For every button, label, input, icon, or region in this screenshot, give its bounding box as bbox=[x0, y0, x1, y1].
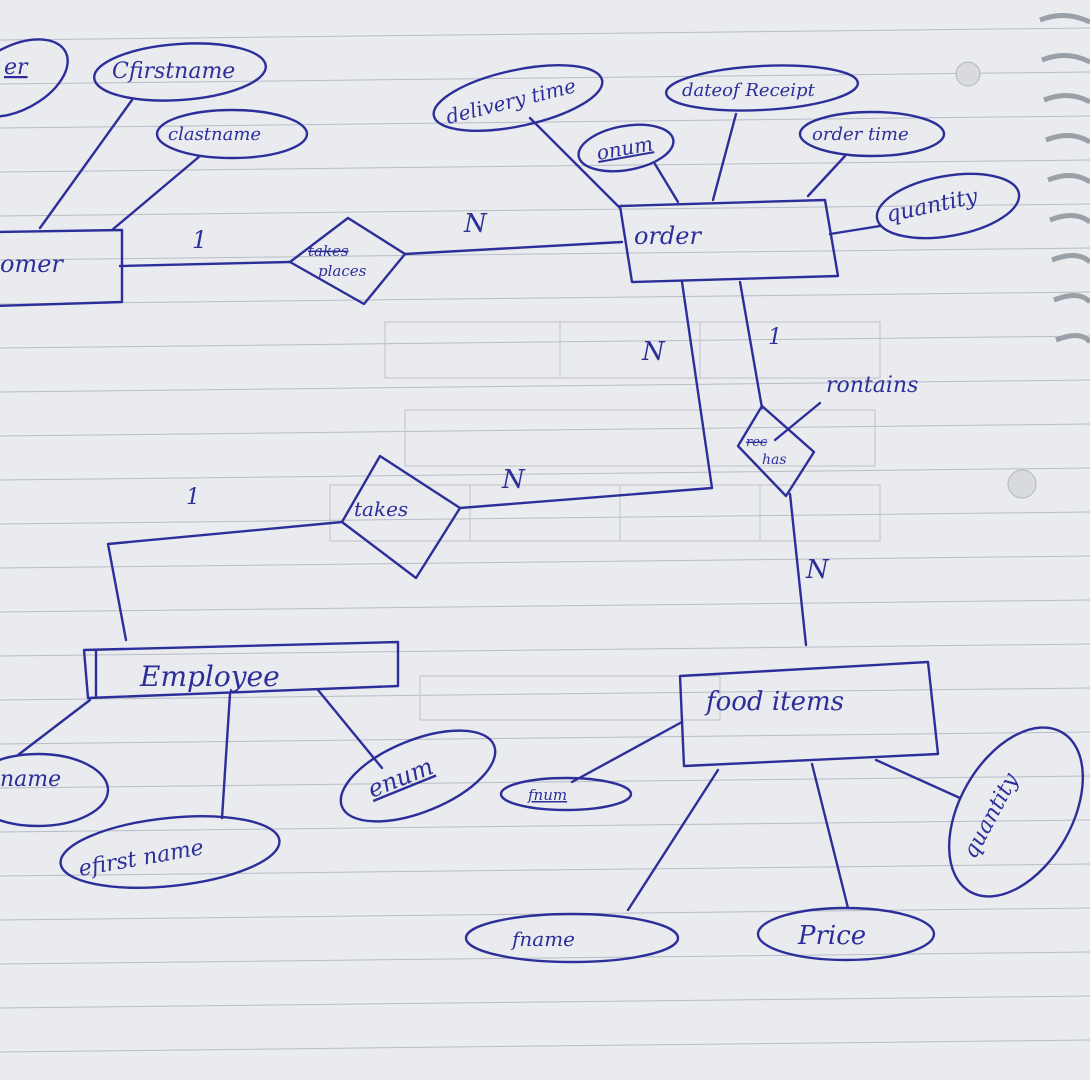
entity-employee: Employee bbox=[82, 640, 400, 700]
cardinality-order-places: N bbox=[463, 209, 488, 239]
attribute-order-quantity: quantity bbox=[875, 172, 1021, 240]
attribute-price: Price bbox=[756, 906, 936, 962]
show-through-table bbox=[329, 321, 881, 721]
attribute-delivery-time: delivery time bbox=[432, 64, 604, 132]
cardinality-takes-side: N bbox=[501, 465, 526, 495]
attribute-clastname: clastname bbox=[155, 108, 309, 160]
attribute-cfirstname-label: Cfirstname bbox=[112, 59, 235, 84]
cardinality-employee-takes: 1 bbox=[186, 485, 200, 510]
relationship-has-label: has bbox=[762, 452, 787, 468]
attribute-date-of-receipt-label: dateof Receipt bbox=[682, 80, 816, 101]
punch-hole-top bbox=[955, 61, 981, 87]
attribute-price-label: Price bbox=[797, 921, 866, 951]
cardinality-order-takes: N bbox=[641, 337, 666, 367]
attribute-fnum-label: fnum bbox=[527, 786, 567, 804]
cardinality-customer-places: 1 bbox=[192, 226, 207, 254]
attribute-fnum: fnum bbox=[499, 776, 633, 812]
entity-customer: omer bbox=[0, 228, 124, 308]
attribute-delivery-time-label: delivery time bbox=[443, 73, 578, 128]
attribute-onum-label: onum bbox=[595, 131, 655, 164]
cardinality-food-has: N bbox=[805, 555, 830, 585]
attribute-cfirstname: Cfirstname bbox=[92, 42, 268, 102]
attribute-customer-partial: er bbox=[0, 38, 69, 118]
attribute-clastname-label: clastname bbox=[168, 124, 261, 145]
relationship-contains-note: rontains bbox=[826, 373, 918, 398]
spiral-binding bbox=[1039, 13, 1090, 344]
relationship-places: takes places bbox=[288, 216, 407, 306]
attribute-enum: enum bbox=[339, 729, 497, 823]
attribute-onum: onum bbox=[577, 123, 675, 173]
attribute-date-of-receipt: dateof Receipt bbox=[664, 64, 860, 112]
entity-employee-label: Employee bbox=[139, 660, 280, 693]
entity-customer-label: omer bbox=[0, 250, 64, 278]
entity-order-label: order bbox=[634, 222, 702, 250]
relationship-takes-label: takes bbox=[354, 497, 408, 521]
attribute-order-time-label: order time bbox=[812, 124, 909, 145]
attribute-employee-lastname: name bbox=[0, 752, 110, 828]
attribute-food-quantity: quantity bbox=[947, 726, 1085, 898]
punch-hole-middle bbox=[1007, 469, 1037, 499]
attribute-efirstname: efirst name bbox=[59, 815, 281, 889]
attribute-fname: fname bbox=[464, 912, 680, 964]
connector-lines bbox=[16, 98, 962, 912]
relationship-has: rec has bbox=[736, 404, 816, 498]
attribute-fname-label: fname bbox=[510, 927, 575, 951]
relationship-has-struck-label: rec bbox=[746, 435, 768, 450]
ruled-lines bbox=[0, 27, 1090, 1053]
entity-food-items-label: food items bbox=[704, 687, 844, 717]
relationship-places-struck-label: takes bbox=[308, 242, 349, 260]
attribute-customer-partial-label: er bbox=[4, 55, 29, 80]
attribute-order-time: order time bbox=[798, 110, 946, 158]
cardinality-order-has: 1 bbox=[768, 325, 782, 350]
relationship-places-label: places bbox=[318, 262, 367, 280]
attribute-employee-lastname-label: name bbox=[0, 767, 61, 792]
entity-food-items: food items bbox=[678, 660, 940, 768]
relationship-takes: takes bbox=[340, 454, 462, 580]
entity-order: order bbox=[618, 198, 840, 284]
